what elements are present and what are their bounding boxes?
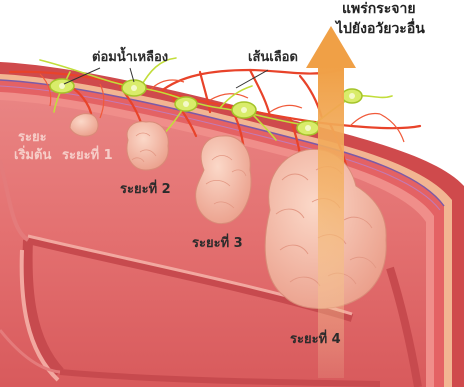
tumor-stage-2	[196, 136, 251, 224]
label-stage-1: ระยะที่ 1	[62, 148, 113, 164]
label-metastasis-line2: ไปยังอวัยวะอื่น	[336, 20, 425, 39]
label-stage-early-line2: เริ่มต้น	[14, 148, 51, 164]
label-stage-4: ระยะที่ 4	[290, 332, 341, 348]
label-stage-2: ระยะที่ 2	[120, 182, 171, 198]
label-blood-vessel: เส้นเลือด	[248, 50, 298, 66]
label-metastasis-line1: แพร่กระจาย	[342, 0, 416, 19]
tumor-stage-1	[127, 122, 168, 170]
label-lymph-node: ต่อมน้ำเหลือง	[92, 50, 168, 66]
label-stage-early-line1: ระยะ	[18, 130, 47, 146]
label-stage-3: ระยะที่ 3	[192, 236, 243, 252]
